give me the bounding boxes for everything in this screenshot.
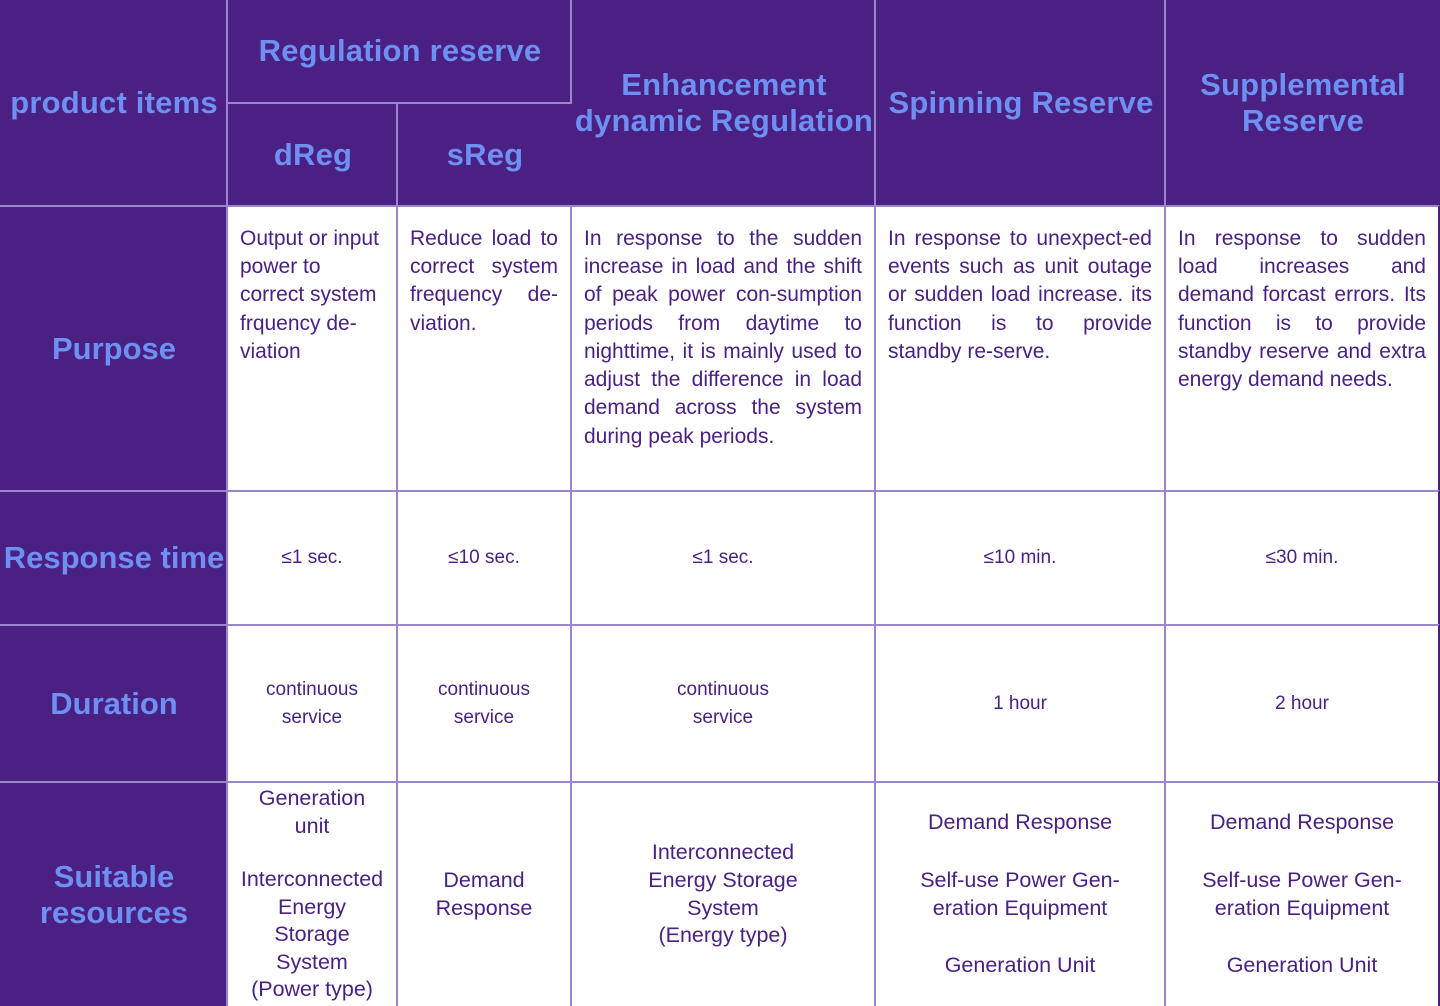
cell-suitable-resources-supplemental: Demand Response Self-use Power Gen- erat… <box>1166 781 1440 1006</box>
cell-purpose-enhancement: In response to the sudden increase in lo… <box>572 205 876 490</box>
cell-suitable-resources-dreg-item-2: Interconnected Energy Storage System (Po… <box>240 867 384 1002</box>
cell-response-time-supplemental-value: ≤30 min. <box>1265 547 1339 569</box>
header-group-regulation-reserve: Regulation reserve <box>228 0 572 104</box>
row-label-suitable-resources-text: Suitable resources <box>39 859 189 930</box>
cell-response-time-sreg: ≤10 sec. <box>398 490 572 624</box>
header-column-sreg: sReg <box>398 104 572 205</box>
row-label-purpose-text: Purpose <box>51 330 177 366</box>
cell-suitable-resources-enhancement: Interconnected Energy Storage System (En… <box>572 781 876 1006</box>
cell-duration-enhancement: continuous service <box>572 624 876 781</box>
cell-suitable-resources-spinning-item-1: Demand Response <box>927 810 1113 835</box>
header-column-enhancement-dynamic-regulation: Enhancement dynamic Regulation <box>572 0 876 205</box>
header-label-dreg: dReg <box>273 136 353 172</box>
cell-duration-dreg: continuous service <box>228 624 398 781</box>
cell-suitable-resources-dreg: Generation unit Interconnected Energy St… <box>228 781 398 1006</box>
row-label-response-time-text: Response time <box>3 540 225 576</box>
cell-duration-sreg: continuous service <box>398 624 572 781</box>
cell-suitable-resources-sreg: Demand Response <box>398 781 572 1006</box>
cell-duration-enhancement-value: continuous service <box>677 678 769 728</box>
row-label-suitable-resources: Suitable resources <box>0 781 228 1006</box>
header-label-supplemental: Supplemental Reserve <box>1200 67 1406 138</box>
cell-response-time-spinning: ≤10 min. <box>876 490 1166 624</box>
row-label-duration: Duration <box>0 624 228 781</box>
cell-duration-dreg-value: continuous service <box>266 678 358 728</box>
cell-suitable-resources-supplemental-item-2: Self-use Power Gen- eration Equipment <box>1202 867 1402 920</box>
header-column-supplemental-reserve: Supplemental Reserve <box>1166 0 1440 205</box>
cell-purpose-spinning: In response to unexpect-ed events such a… <box>876 205 1166 490</box>
header-column-spinning-reserve: Spinning Reserve <box>876 0 1166 205</box>
cell-response-time-dreg-value: ≤1 sec. <box>281 547 343 569</box>
row-label-purpose: Purpose <box>0 205 228 490</box>
cell-response-time-sreg-value: ≤10 sec. <box>448 547 520 569</box>
cell-response-time-enhancement-value: ≤1 sec. <box>692 547 754 569</box>
cell-duration-sreg-value: continuous service <box>438 678 530 728</box>
header-label-spinning: Spinning Reserve <box>888 84 1154 120</box>
cell-suitable-resources-spinning: Demand Response Self-use Power Gen- erat… <box>876 781 1166 1006</box>
cell-purpose-dreg: Output or input power to correct system … <box>228 205 398 490</box>
cell-duration-supplemental-value: 2 hour <box>1275 692 1329 714</box>
cell-purpose-sreg: Reduce load to correct system frequency … <box>398 205 572 490</box>
header-corner-product-items: product items <box>0 0 228 205</box>
cell-suitable-resources-enhancement-value: Interconnected Energy Storage System (En… <box>648 840 798 948</box>
row-label-response-time: Response time <box>0 490 228 624</box>
cell-response-time-spinning-value: ≤10 min. <box>983 547 1057 569</box>
cell-suitable-resources-dreg-item-1: Generation unit <box>258 786 366 838</box>
header-label-sreg: sReg <box>446 136 524 172</box>
cell-suitable-resources-supplemental-item-1: Demand Response <box>1209 810 1395 835</box>
header-label-enhancement: Enhancement dynamic Regulation <box>574 67 874 138</box>
cell-response-time-enhancement: ≤1 sec. <box>572 490 876 624</box>
cell-purpose-supplemental: In response to sudden load increases and… <box>1166 205 1440 490</box>
cell-suitable-resources-sreg-value: Demand Response <box>435 867 533 920</box>
cell-duration-spinning-value: 1 hour <box>993 692 1047 714</box>
row-label-duration-text: Duration <box>50 685 178 721</box>
header-column-dreg: dReg <box>228 104 398 205</box>
header-group-label-regulation-reserve: Regulation reserve <box>258 33 542 69</box>
cell-suitable-resources-supplemental-item-3: Generation Unit <box>1226 953 1378 978</box>
cell-duration-supplemental: 2 hour <box>1166 624 1440 781</box>
cell-suitable-resources-spinning-item-2: Self-use Power Gen- eration Equipment <box>920 867 1120 920</box>
cell-response-time-dreg: ≤1 sec. <box>228 490 398 624</box>
header-corner-label: product items <box>10 84 218 120</box>
cell-suitable-resources-spinning-item-3: Generation Unit <box>944 953 1096 978</box>
cell-response-time-supplemental: ≤30 min. <box>1166 490 1440 624</box>
cell-duration-spinning: 1 hour <box>876 624 1166 781</box>
